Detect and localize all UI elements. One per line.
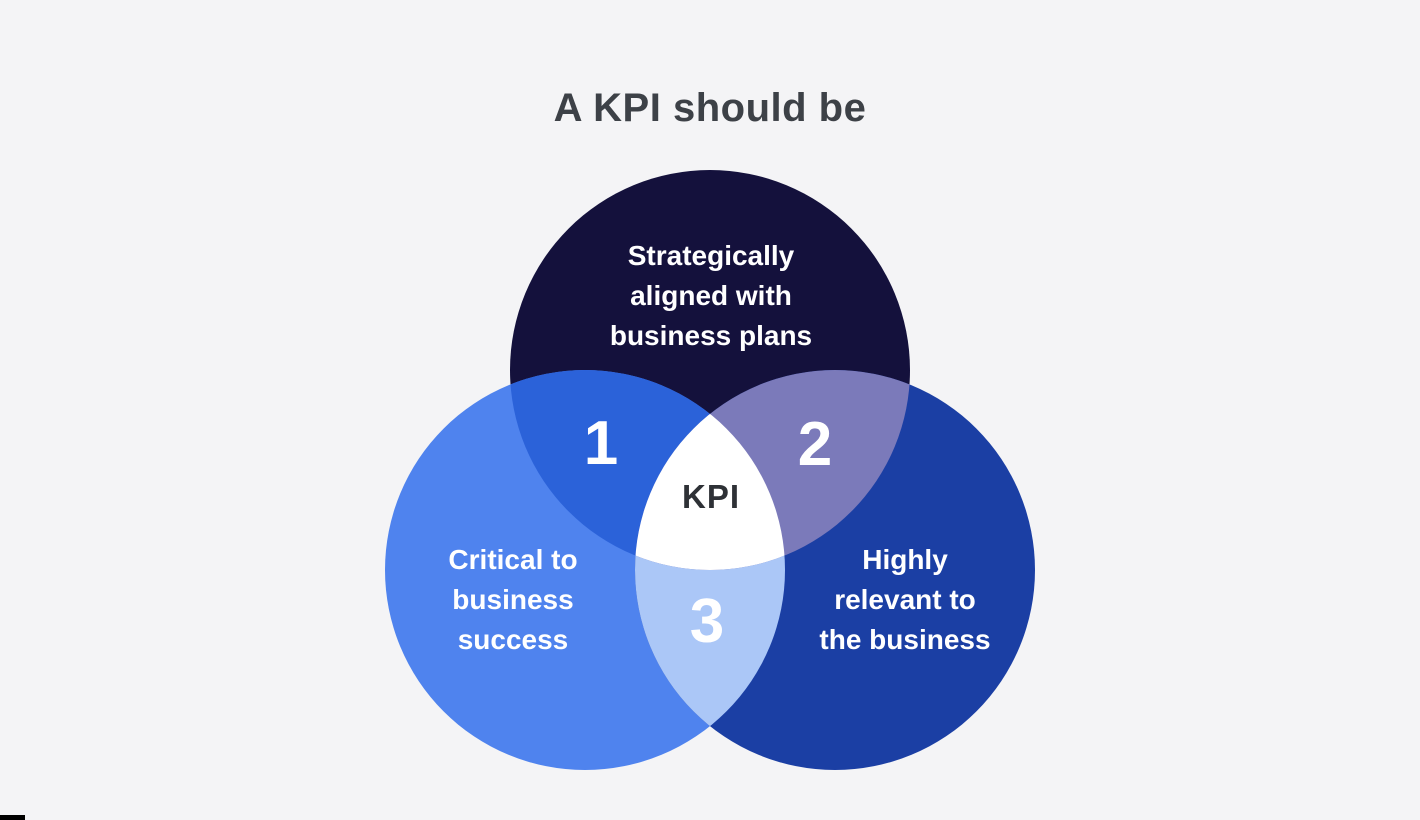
right-circle-label-line: the business (819, 624, 991, 655)
overlap-number-2: 2 (797, 410, 833, 479)
right-circle-label-line: relevant to (834, 584, 976, 615)
corner-mark (0, 815, 25, 820)
left-circle-label-line: success (457, 624, 569, 655)
left-circle-label: Critical to business success (363, 540, 663, 660)
top-circle-label-line: business plans (609, 320, 813, 351)
left-circle-label-line: business (452, 584, 574, 615)
overlap-number-1: 1 (583, 409, 619, 478)
overlap-number-3: 3 (689, 587, 725, 656)
top-circle-label: Strategically aligned with business plan… (511, 236, 911, 356)
center-triple-region (635, 370, 785, 570)
right-circle-label-line: Highly (862, 544, 948, 575)
top-circle-label-line: Strategically (627, 240, 795, 271)
top-circle-label-line: aligned with (630, 280, 792, 311)
right-circle-label: Highly relevant to the business (755, 540, 1055, 660)
page-title: A KPI should be (553, 86, 867, 130)
center-kpi-label: KPI (681, 478, 740, 515)
left-circle-label-line: Critical to (448, 544, 578, 575)
